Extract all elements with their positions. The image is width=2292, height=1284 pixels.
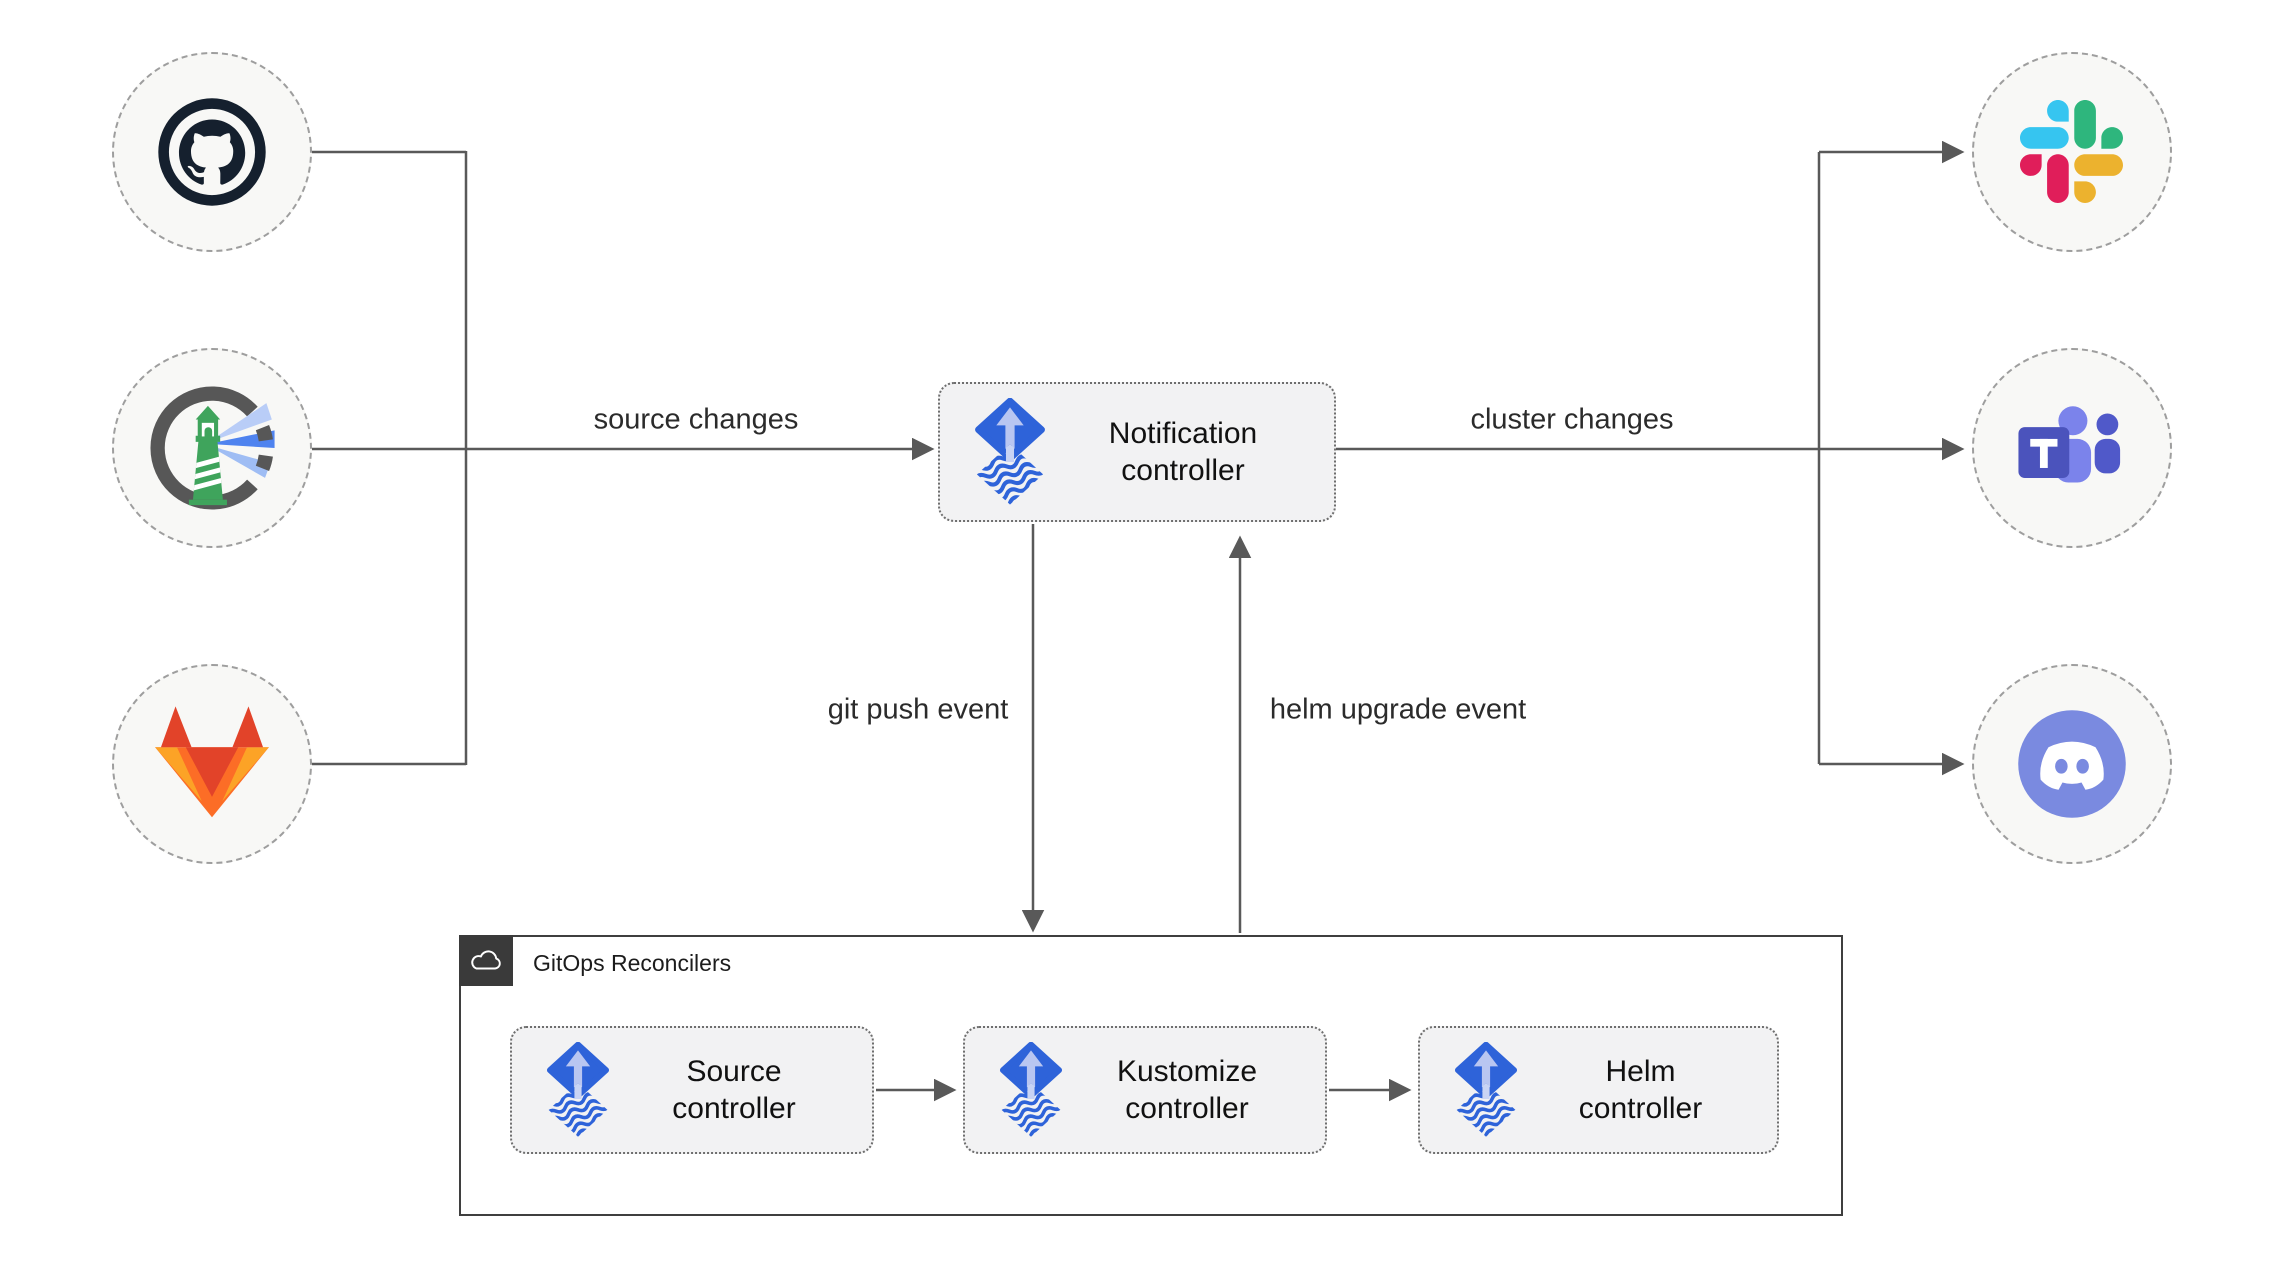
container-title: GitOps Reconcilers bbox=[533, 950, 732, 976]
notification-controller-label: Notification controller bbox=[1046, 415, 1320, 490]
source-controller-label: Source controller bbox=[610, 1053, 858, 1128]
notification-label-line2: controller bbox=[1121, 454, 1245, 487]
kustomize-controller-label: Kustomize controller bbox=[1063, 1053, 1311, 1128]
edge-label-git-push-event: git push event bbox=[827, 693, 1009, 726]
source-node-gitlab bbox=[112, 664, 312, 864]
source-controller-node: Source controller bbox=[510, 1026, 874, 1154]
helm-controller-node: Helm controller bbox=[1418, 1026, 1779, 1154]
edge-label-source-changes: source changes bbox=[593, 403, 799, 436]
edge-label-cluster-changes: cluster changes bbox=[1470, 403, 1674, 436]
kustomize-label-line1: Kustomize bbox=[1116, 1054, 1258, 1088]
container-badge bbox=[458, 934, 513, 986]
helm-label-line1: Helm bbox=[1605, 1054, 1676, 1088]
github-icon bbox=[153, 93, 271, 211]
flux-icon bbox=[999, 1042, 1063, 1138]
helm-label-line2: controller bbox=[1578, 1092, 1703, 1125]
target-node-discord bbox=[1972, 664, 2172, 864]
kustomize-label-line2: controller bbox=[1125, 1092, 1249, 1125]
harbor-icon bbox=[144, 380, 280, 516]
edge-label-helm-upgrade-event: helm upgrade event bbox=[1269, 693, 1527, 726]
helm-controller-label: Helm controller bbox=[1518, 1053, 1763, 1128]
notification-label-line1: Notification bbox=[1108, 416, 1258, 450]
teams-icon bbox=[2013, 398, 2131, 498]
source-label-line2: controller bbox=[672, 1092, 796, 1125]
slack-icon bbox=[2020, 100, 2124, 204]
flux-icon bbox=[546, 1042, 610, 1138]
flux-icon bbox=[974, 398, 1046, 506]
target-node-teams bbox=[1972, 348, 2172, 548]
source-node-harbor bbox=[112, 348, 312, 548]
source-node-github bbox=[112, 52, 312, 252]
flux-icon bbox=[1454, 1042, 1518, 1138]
discord-icon bbox=[2016, 708, 2128, 820]
gitlab-icon bbox=[139, 702, 285, 826]
target-node-slack bbox=[1972, 52, 2172, 252]
kustomize-controller-node: Kustomize controller bbox=[963, 1026, 1327, 1154]
cloud-icon bbox=[469, 947, 503, 973]
source-label-line1: Source bbox=[686, 1054, 782, 1088]
notification-controller-node: Notification controller bbox=[938, 382, 1336, 522]
